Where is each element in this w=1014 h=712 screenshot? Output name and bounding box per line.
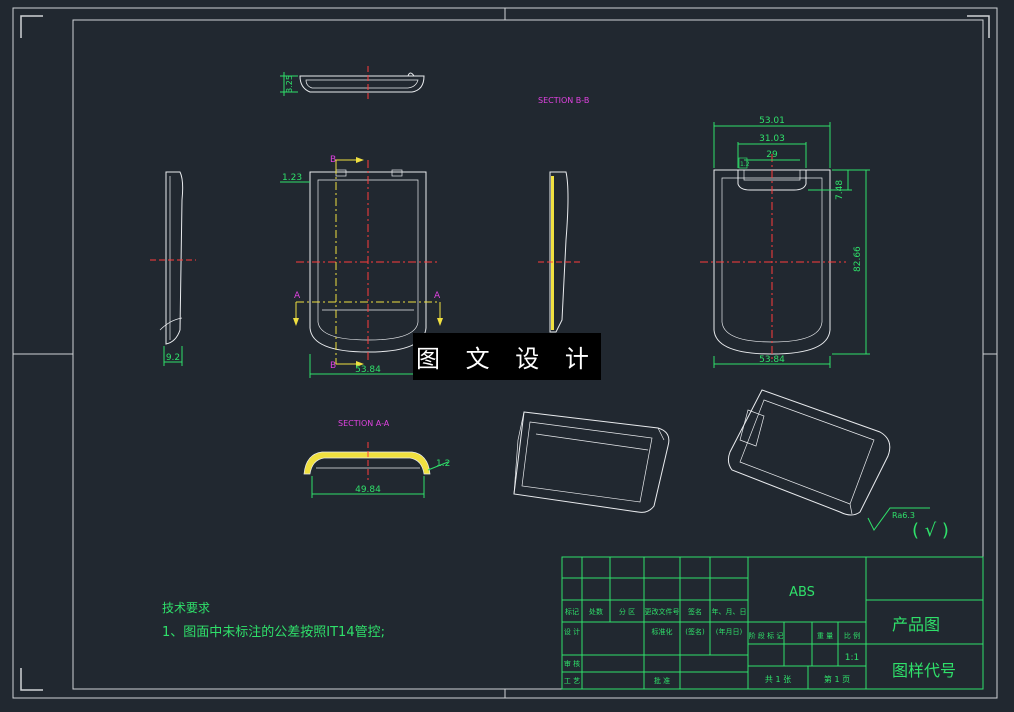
scale-value: 1:1 [845,653,859,663]
dim-back-notch-height: 7.48 [835,180,845,200]
total-sheets: 共 1 张 [765,675,791,684]
sheet-number: 第 1 页 [824,674,850,684]
title-block: 标记 处数 分 区 更改文件号 签名 年、月、日 设 计 标准化 (签名) (年… [561,556,984,690]
scale-header: 比 例 [844,631,860,640]
side-view: 9.2 [150,171,196,366]
notes-heading: 技术要求 [162,601,210,615]
notes-line1: 1、图面中未标注的公差按照IT14管控; [162,624,385,640]
dim-back-outer: 53.01 [759,116,785,126]
section-aa-label: SECTION A-A [338,419,390,428]
dim-back-slot-depth: 1.2 [740,161,750,168]
dim-back-height: 82.66 [853,246,863,272]
design-label: 设 计 [564,627,580,636]
roughness-value: Ra6.3 [892,511,915,520]
cut-b-top-label: B [330,155,336,165]
header-date: 年、月、日 [712,607,747,616]
roughness-suffix: ( √ ) [912,520,949,541]
isometric-view-2 [727,389,891,516]
dim-back-slot: 29 [766,150,778,160]
section-aa-view: SECTION A-A 49.84 1.2 [303,419,450,498]
drawing-code: 图样代号 [892,661,956,680]
section-bb-label: SECTION B-B [538,96,589,105]
process-label: 工 艺 [564,677,580,685]
cut-b-bottom-label: B [330,361,336,371]
dim-section-width: 49.84 [355,485,381,495]
stage-header: 阶 段 标 记 [749,631,784,640]
dim-top-thickness: 3.25 [285,75,294,93]
top-view: 3.25 [280,66,425,102]
date-label: (年月日) [716,627,743,636]
header-signature: 签名 [688,607,702,616]
review-label: 审 核 [564,659,580,668]
cut-a-right-label: A [434,291,441,301]
standardize-label: 标准化 [652,627,673,636]
sign-label: (签名) [685,627,705,636]
dim-back-width: 53.84 [759,355,785,365]
header-change-doc: 更改文件号 [645,607,680,616]
technical-notes: 技术要求 1、图面中未标注的公差按照IT14管控; [162,601,385,640]
dim-side-width: 9.2 [166,353,180,363]
watermark-banner: 图 文 设 计 [413,333,601,380]
dim-front-width: 53.84 [355,365,381,375]
header-count: 处数 [589,607,603,616]
approve-label: 批 准 [654,676,670,685]
surface-roughness-symbol: Ra6.3 ( √ ) [867,507,949,541]
material-value: ABS [789,585,815,600]
cut-a-left-label: A [294,291,301,301]
part-name: 产品图 [892,615,940,634]
header-zone: 分 区 [619,607,635,616]
isometric-view-1 [513,411,670,513]
section-bb-view: SECTION B-B [538,96,589,333]
back-view: 53.01 31.03 29 1.2 7.48 82.66 53.84 [700,116,870,368]
drawing-frame [12,7,998,699]
weight-header: 重 量 [817,632,833,640]
dim-section-wall: 1.2 [436,459,450,469]
dim-back-middle: 31.03 [759,134,785,144]
dim-front-wall: 1.23 [282,173,302,183]
header-mark: 标记 [565,607,579,616]
